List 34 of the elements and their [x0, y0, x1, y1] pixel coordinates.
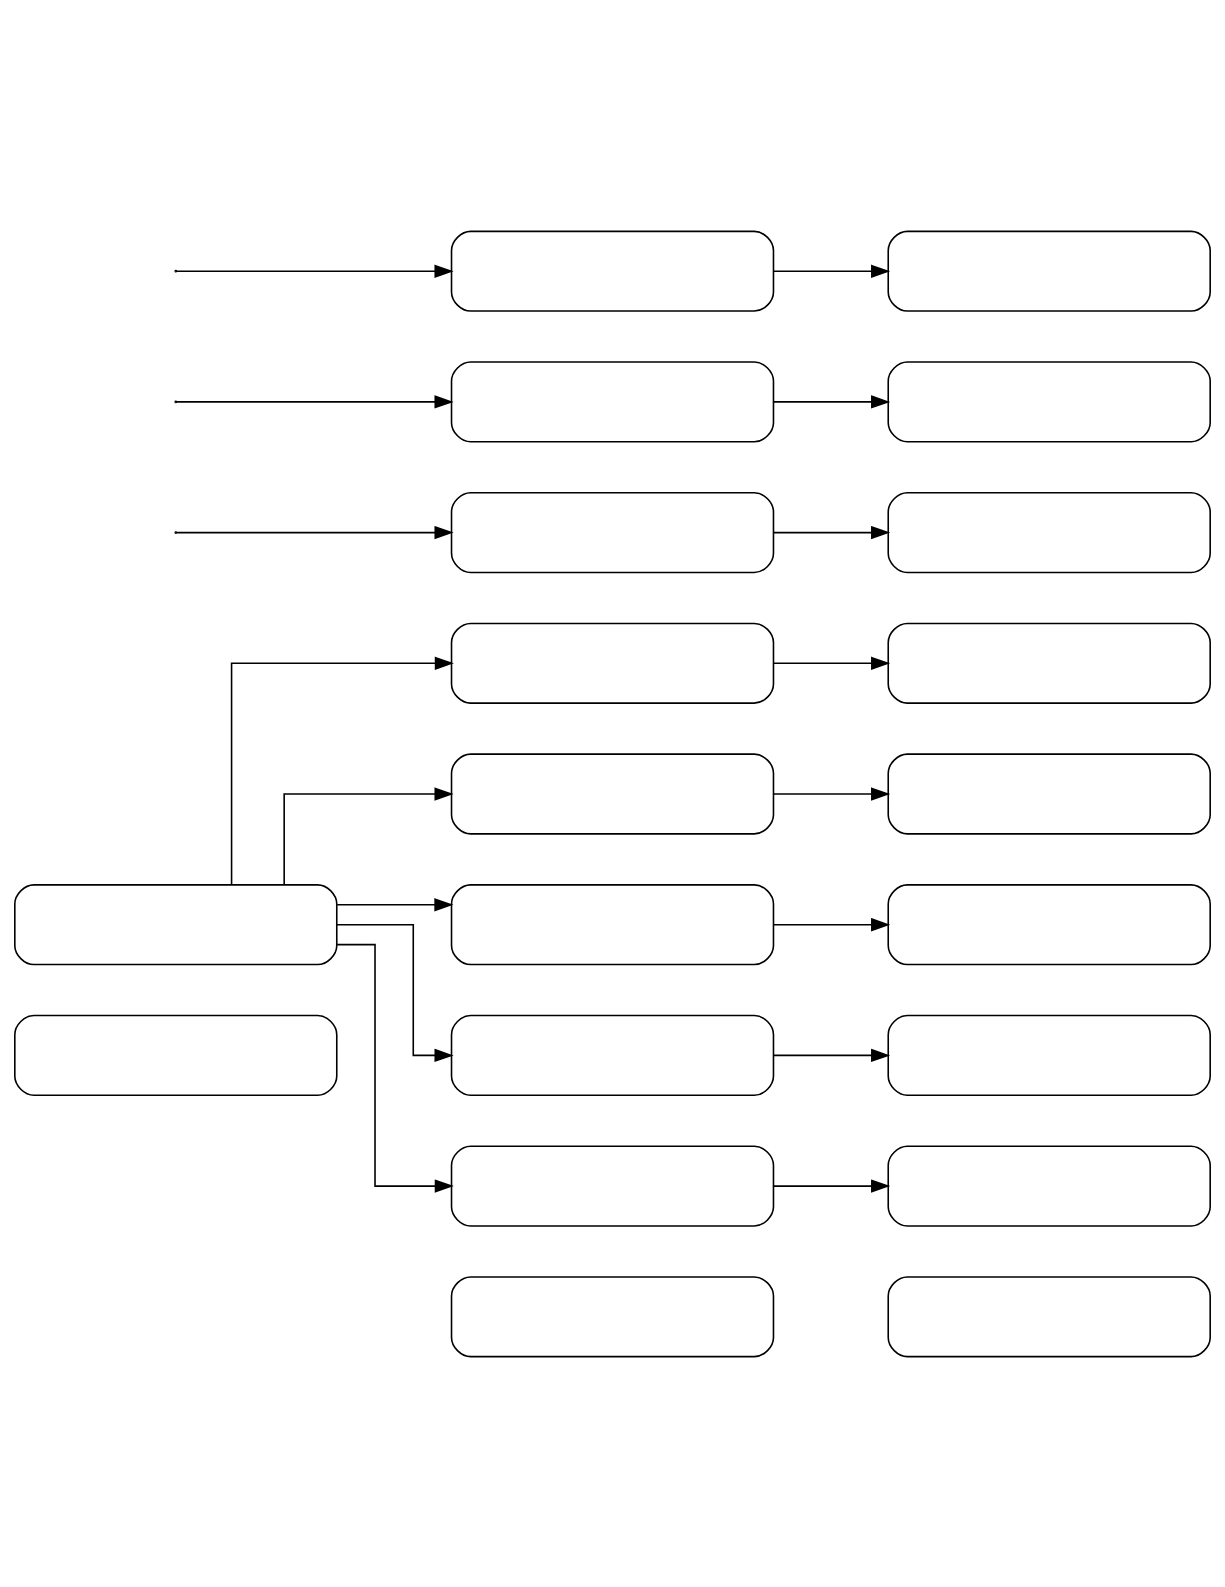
arrow	[773, 786, 891, 801]
node-box	[887, 1144, 1211, 1227]
node-box	[887, 752, 1211, 835]
node-box	[450, 491, 775, 573]
node-box	[450, 1014, 775, 1096]
node-box	[14, 1014, 338, 1096]
arrow	[773, 525, 891, 539]
node-box	[887, 491, 1211, 573]
node-box	[450, 752, 775, 835]
arrow	[175, 525, 454, 539]
arrow	[773, 917, 891, 931]
node-box	[887, 883, 1211, 965]
node-box	[450, 883, 775, 965]
arrow	[773, 656, 891, 670]
node-box	[887, 1014, 1211, 1096]
arrow	[336, 897, 454, 911]
node-box	[450, 360, 775, 443]
node-box	[887, 1275, 1211, 1357]
arrow	[336, 943, 454, 1193]
node-box	[14, 883, 338, 965]
node-box	[887, 360, 1211, 443]
arrow	[773, 1178, 891, 1193]
arrow	[773, 264, 891, 278]
arrow	[230, 656, 454, 885]
arrow	[336, 923, 454, 1062]
arrow	[773, 394, 891, 409]
arrow	[283, 786, 454, 886]
node-box	[887, 622, 1211, 704]
arrow	[773, 1048, 891, 1062]
node-box	[450, 230, 775, 312]
node-box	[450, 1275, 775, 1357]
node-box	[887, 230, 1211, 312]
node-box	[450, 1144, 775, 1227]
node-box	[450, 622, 775, 704]
